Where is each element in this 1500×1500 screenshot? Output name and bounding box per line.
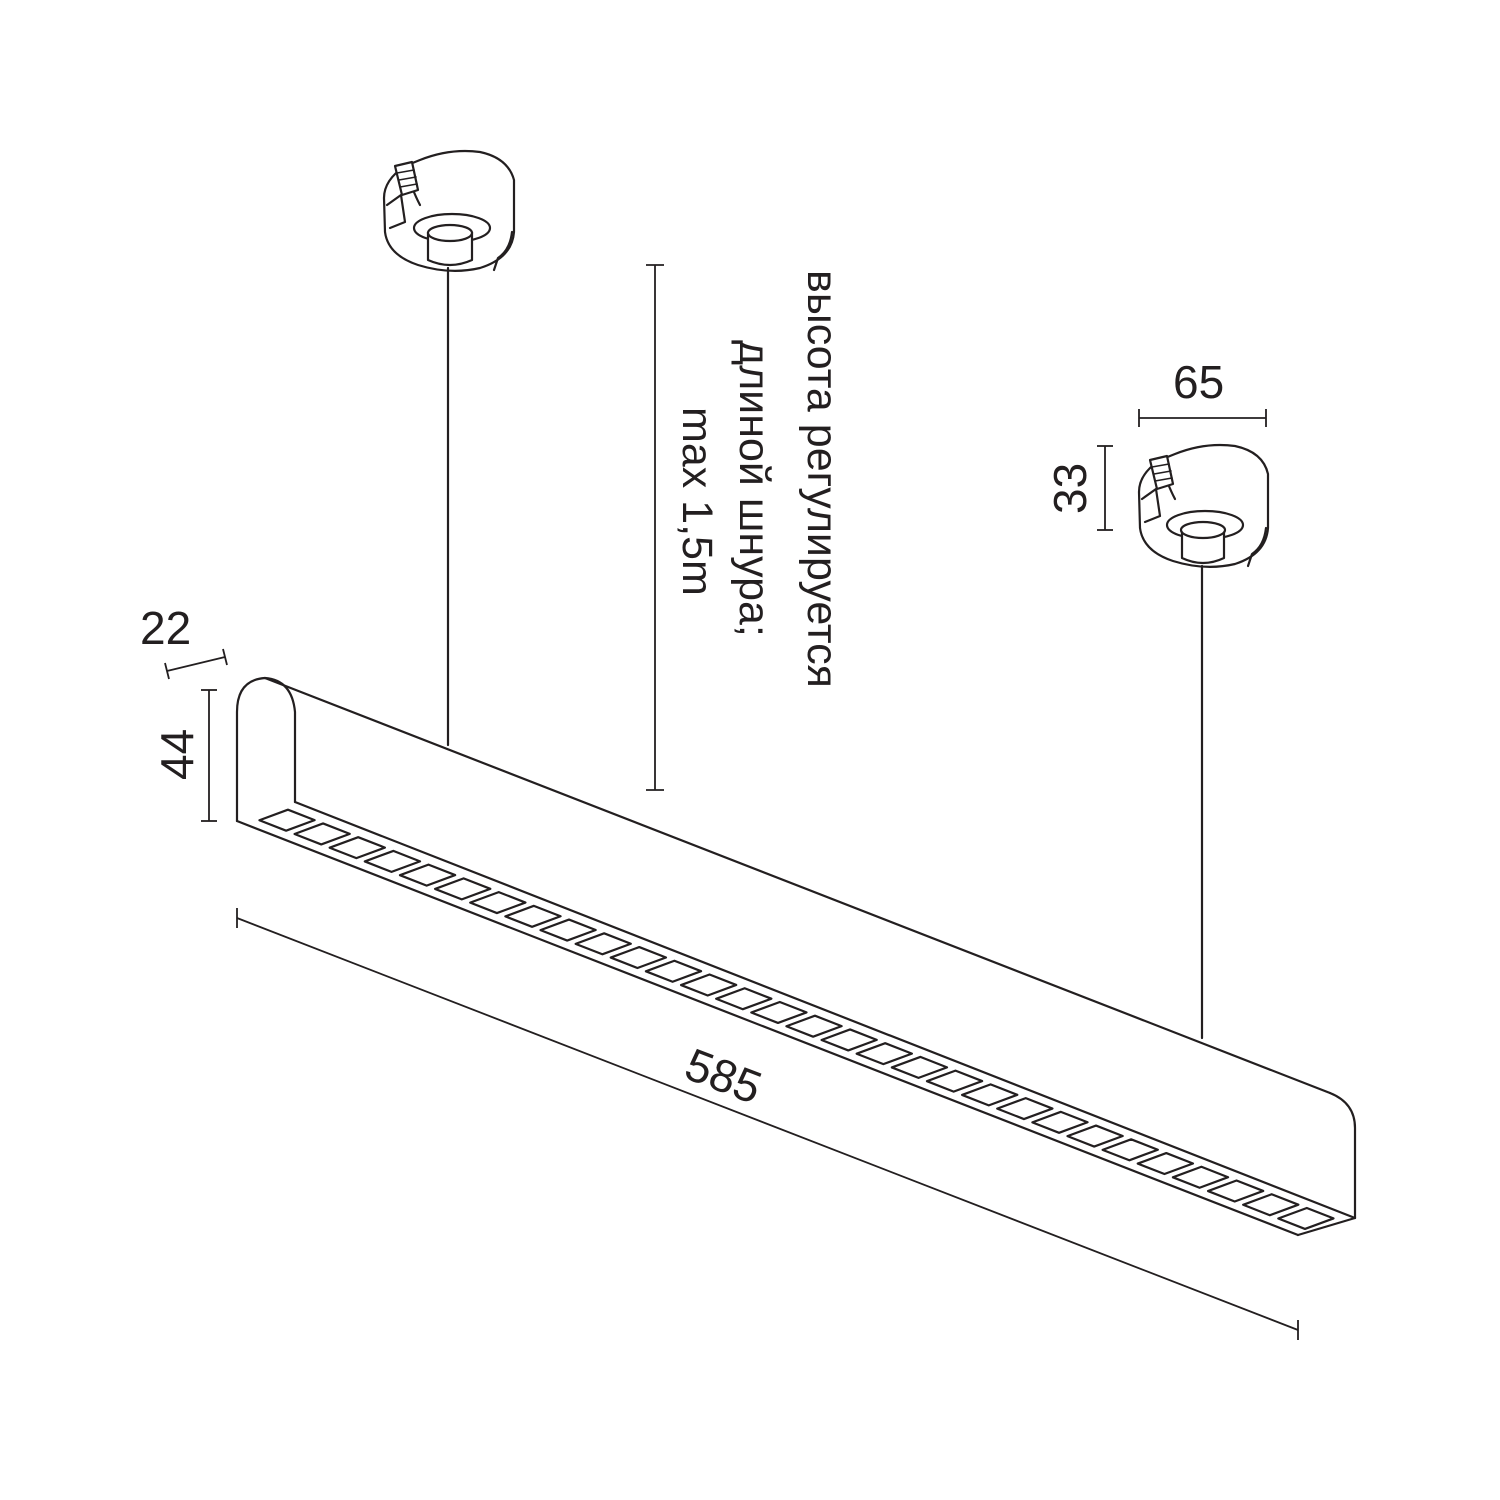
louvre-cell	[293, 822, 351, 846]
dimension-canopy-diameter-label: 65	[1173, 356, 1224, 408]
note-line-1: высота регулируется	[798, 270, 846, 688]
note-line-2: длиной шнура;	[730, 340, 778, 637]
louvre-cell	[609, 945, 668, 970]
louvre-cell	[398, 863, 457, 887]
louvre-cell	[785, 1014, 843, 1038]
louvre-cell	[925, 1069, 984, 1093]
louvre-cell	[1136, 1151, 1195, 1176]
louvre-cell	[433, 877, 492, 901]
louvre-cell	[1277, 1206, 1335, 1231]
dimension-canopy-height: 33	[1044, 445, 1113, 531]
louvre-cell	[644, 959, 703, 983]
louvre-cell	[715, 987, 773, 1011]
louvre-cell	[820, 1028, 878, 1052]
louvre-cell	[1031, 1110, 1089, 1134]
louvre-cell	[996, 1097, 1054, 1121]
louvre-cell	[960, 1083, 1019, 1107]
louvre-cell	[469, 891, 527, 915]
dimension-length-label: 585	[678, 1038, 768, 1114]
ceiling-canopy-left	[382, 149, 516, 272]
louvre-cell	[679, 973, 738, 997]
note-line-3: max 1,5m	[673, 407, 721, 596]
dimension-width: 22	[140, 602, 228, 680]
louvre-cell	[504, 904, 562, 928]
linear-luminaire-body	[235, 676, 1357, 1237]
louvre-cell	[855, 1042, 914, 1066]
louvre-cell	[1171, 1165, 1230, 1189]
louvre-cell	[1066, 1124, 1124, 1148]
dimension-cord-height	[646, 264, 664, 791]
louvre-cell	[750, 1000, 808, 1025]
dimension-length: 585	[236, 908, 1299, 1340]
louvre-cell	[1242, 1193, 1300, 1217]
dimension-canopy-diameter: 65	[1138, 356, 1267, 427]
louvre-cell	[258, 808, 316, 832]
cord-height-note: высота регулируется длиной шнура; max 1,…	[673, 270, 846, 688]
dimension-width-label: 22	[140, 602, 191, 654]
louvre-cell	[539, 918, 597, 942]
dimension-height: 44	[151, 689, 217, 822]
louvre-cell	[890, 1055, 949, 1079]
louvre-cell	[363, 849, 422, 873]
louvre-cell	[1101, 1138, 1159, 1162]
ceiling-canopy-right	[1137, 443, 1270, 568]
dimension-height-label: 44	[151, 729, 203, 780]
louvre-grid	[258, 808, 1335, 1231]
louvre-cell	[328, 836, 387, 860]
louvre-cell	[574, 932, 632, 956]
louvre-cell	[1206, 1179, 1265, 1203]
dimension-canopy-height-label: 33	[1044, 463, 1096, 514]
